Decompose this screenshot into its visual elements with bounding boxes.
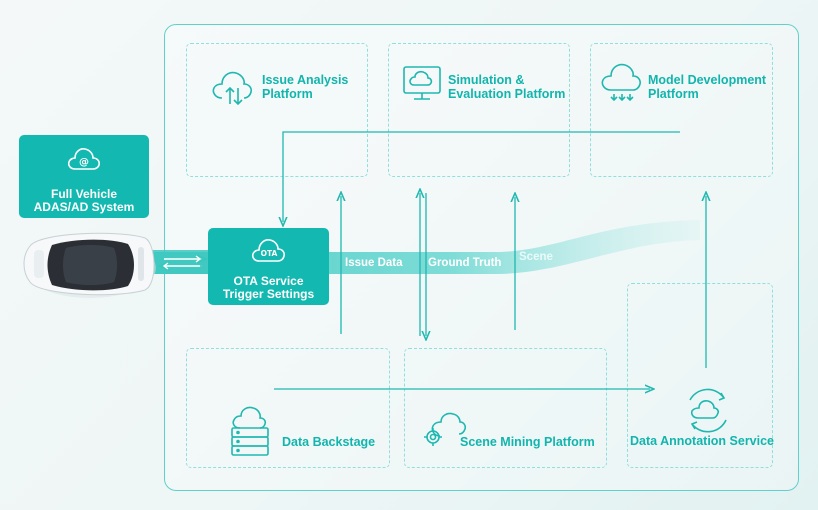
scene-mining-label: Scene Mining Platform: [460, 435, 595, 449]
ota-cloud-icon: OTA: [251, 239, 285, 262]
simulation-box: [388, 43, 570, 177]
cloud-at-icon: @: [67, 148, 100, 170]
scene-label: Scene: [519, 251, 553, 263]
data-annotation-label: Data Annotation Service: [630, 434, 775, 448]
car-icon: [23, 232, 156, 298]
cloud-gear-icon: [424, 412, 467, 446]
vehicle-system-box: @ Full Vehicle ADAS/AD System: [19, 135, 149, 218]
monitor-cloud-icon: [403, 66, 441, 100]
scene-mining-box: [404, 348, 607, 468]
issue-analysis-label: Issue Analysis Platform: [262, 73, 349, 101]
ota-badge: OTA: [261, 249, 278, 258]
data-backstage-label: Data Backstage: [282, 435, 376, 449]
model-development-label: Model Development Platform: [648, 73, 767, 101]
data-backstage-box: [186, 348, 390, 468]
model-development-box: [590, 43, 773, 177]
cloud-sync-icon: [212, 71, 252, 106]
ota-label: OTA Service Trigger Settings: [222, 274, 315, 301]
cloud-download-icon: [601, 63, 641, 102]
data-annotation-box: [627, 283, 773, 468]
cloud-refresh-icon: [689, 388, 727, 433]
vehicle-system-label: Full Vehicle ADAS/AD System: [33, 187, 135, 214]
svg-text:@: @: [79, 157, 89, 168]
simulation-label: Simulation & Evaluation Platform: [448, 73, 566, 101]
cloud-server-icon: [231, 406, 269, 456]
issue-analysis-box: [186, 43, 368, 177]
ground-truth-label: Ground Truth: [428, 257, 502, 269]
issue-data-label: Issue Data: [345, 257, 403, 269]
ota-service-box[interactable]: OTA OTA Service Trigger Settings: [208, 228, 329, 305]
